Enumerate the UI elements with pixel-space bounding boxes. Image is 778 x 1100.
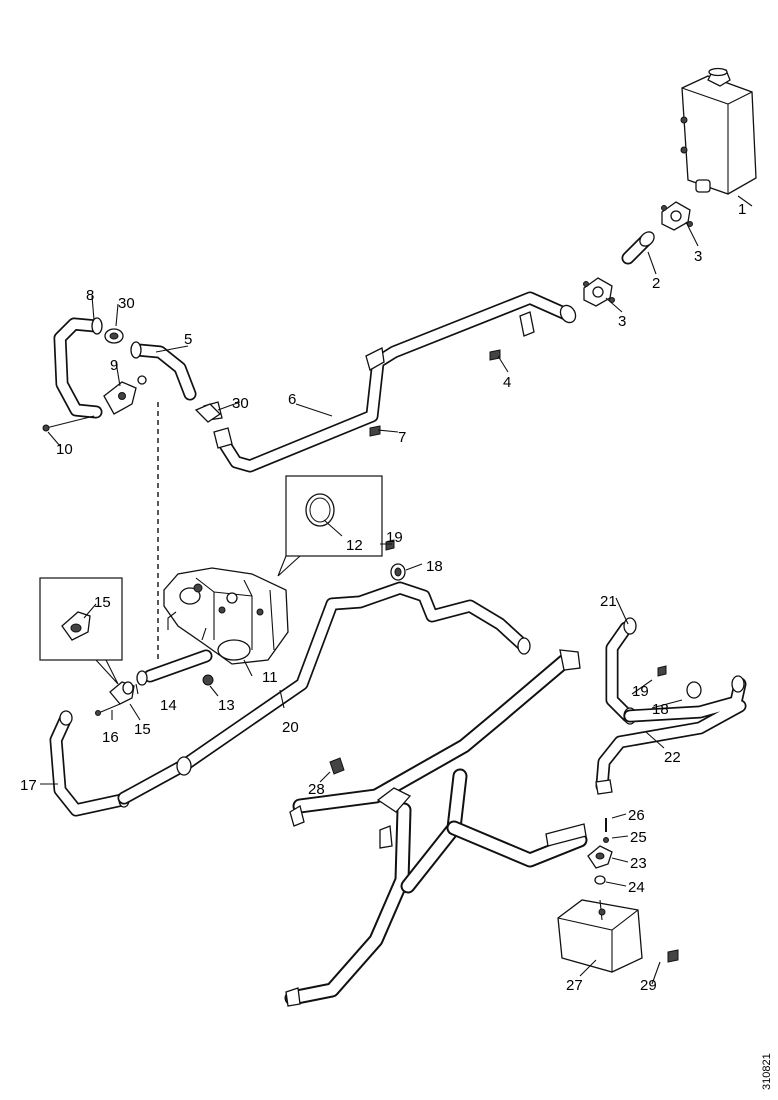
clamp-30-top [104,328,124,344]
valve-23 [587,845,613,869]
label-part-25: 25 [630,829,647,846]
hose-8 [53,317,103,419]
label-part-14: 14 [160,697,177,714]
screw-19-upper [385,539,395,551]
pipe-22 [595,675,747,795]
washer-24 [594,875,606,885]
label-part-20: 20 [282,719,299,736]
hose-17 [49,710,130,817]
label-part-18-upper: 18 [426,558,443,575]
label-part-15-box: 15 [94,594,111,611]
label-part-9: 9 [110,357,118,374]
label-part-7: 7 [398,429,406,446]
label-part-12: 12 [346,537,363,554]
bolt-29 [667,949,679,963]
label-part-21: 21 [600,593,617,610]
label-part-16: 16 [102,729,119,746]
leader-lines [40,195,753,985]
clamp-18-upper [390,563,406,581]
clamp-18-lower [686,681,702,699]
label-part-10: 10 [56,441,73,458]
label-part-3-upper: 3 [694,248,702,265]
reservoir-tank [680,67,757,195]
bolt-13 [202,674,214,686]
hose-21 [605,617,637,725]
label-part-19-lower: 19 [632,683,649,700]
lower-tank [557,899,643,973]
fitting-9 [103,375,147,415]
pressure-pipe-20 [117,581,531,805]
flange-15 [109,681,135,705]
label-part-19-upper: 19 [386,529,403,546]
pump-outlet [143,649,213,683]
screw-10 [42,415,95,432]
label-part-17: 17 [20,777,37,794]
label-part-5: 5 [184,331,192,348]
label-part-30-mid: 30 [232,395,249,412]
label-part-18-lower: 18 [652,701,669,718]
bolt-4 [489,349,501,361]
label-part-26: 26 [628,807,645,824]
label-part-8: 8 [86,287,94,304]
label-part-6: 6 [288,391,296,408]
screw-19-lower [657,665,667,677]
bolt-7 [369,425,381,437]
label-part-28: 28 [308,781,325,798]
flange-upper [661,201,693,231]
label-part-1: 1 [738,201,746,218]
hose-5 [130,341,197,401]
suction-pipe [203,291,577,473]
drawing-reference-code: 310821 [761,1053,773,1090]
label-part-15: 15 [134,721,151,738]
seal-callout-box [277,475,383,577]
screw-16 [95,703,121,716]
label-part-22: 22 [664,749,681,766]
label-part-2: 2 [652,275,660,292]
bolt-28 [329,757,345,775]
label-part-24: 24 [628,879,645,896]
hydraulic-pump [163,567,289,665]
ring-25 [603,837,609,843]
label-part-11: 11 [262,669,278,686]
label-part-30-top: 30 [118,295,135,312]
label-part-27: 27 [566,977,583,994]
flange-callout-box [39,577,123,685]
flange-lower [583,277,615,307]
clamp-30-mid [194,403,222,423]
mounting-frame [284,649,588,1007]
label-part-13: 13 [218,697,235,714]
short-hose [621,231,655,265]
label-part-23: 23 [630,855,647,872]
o-ring-14 [136,670,148,686]
label-part-29: 29 [640,977,657,994]
label-part-4: 4 [503,374,511,391]
label-part-3-lower: 3 [618,313,626,330]
